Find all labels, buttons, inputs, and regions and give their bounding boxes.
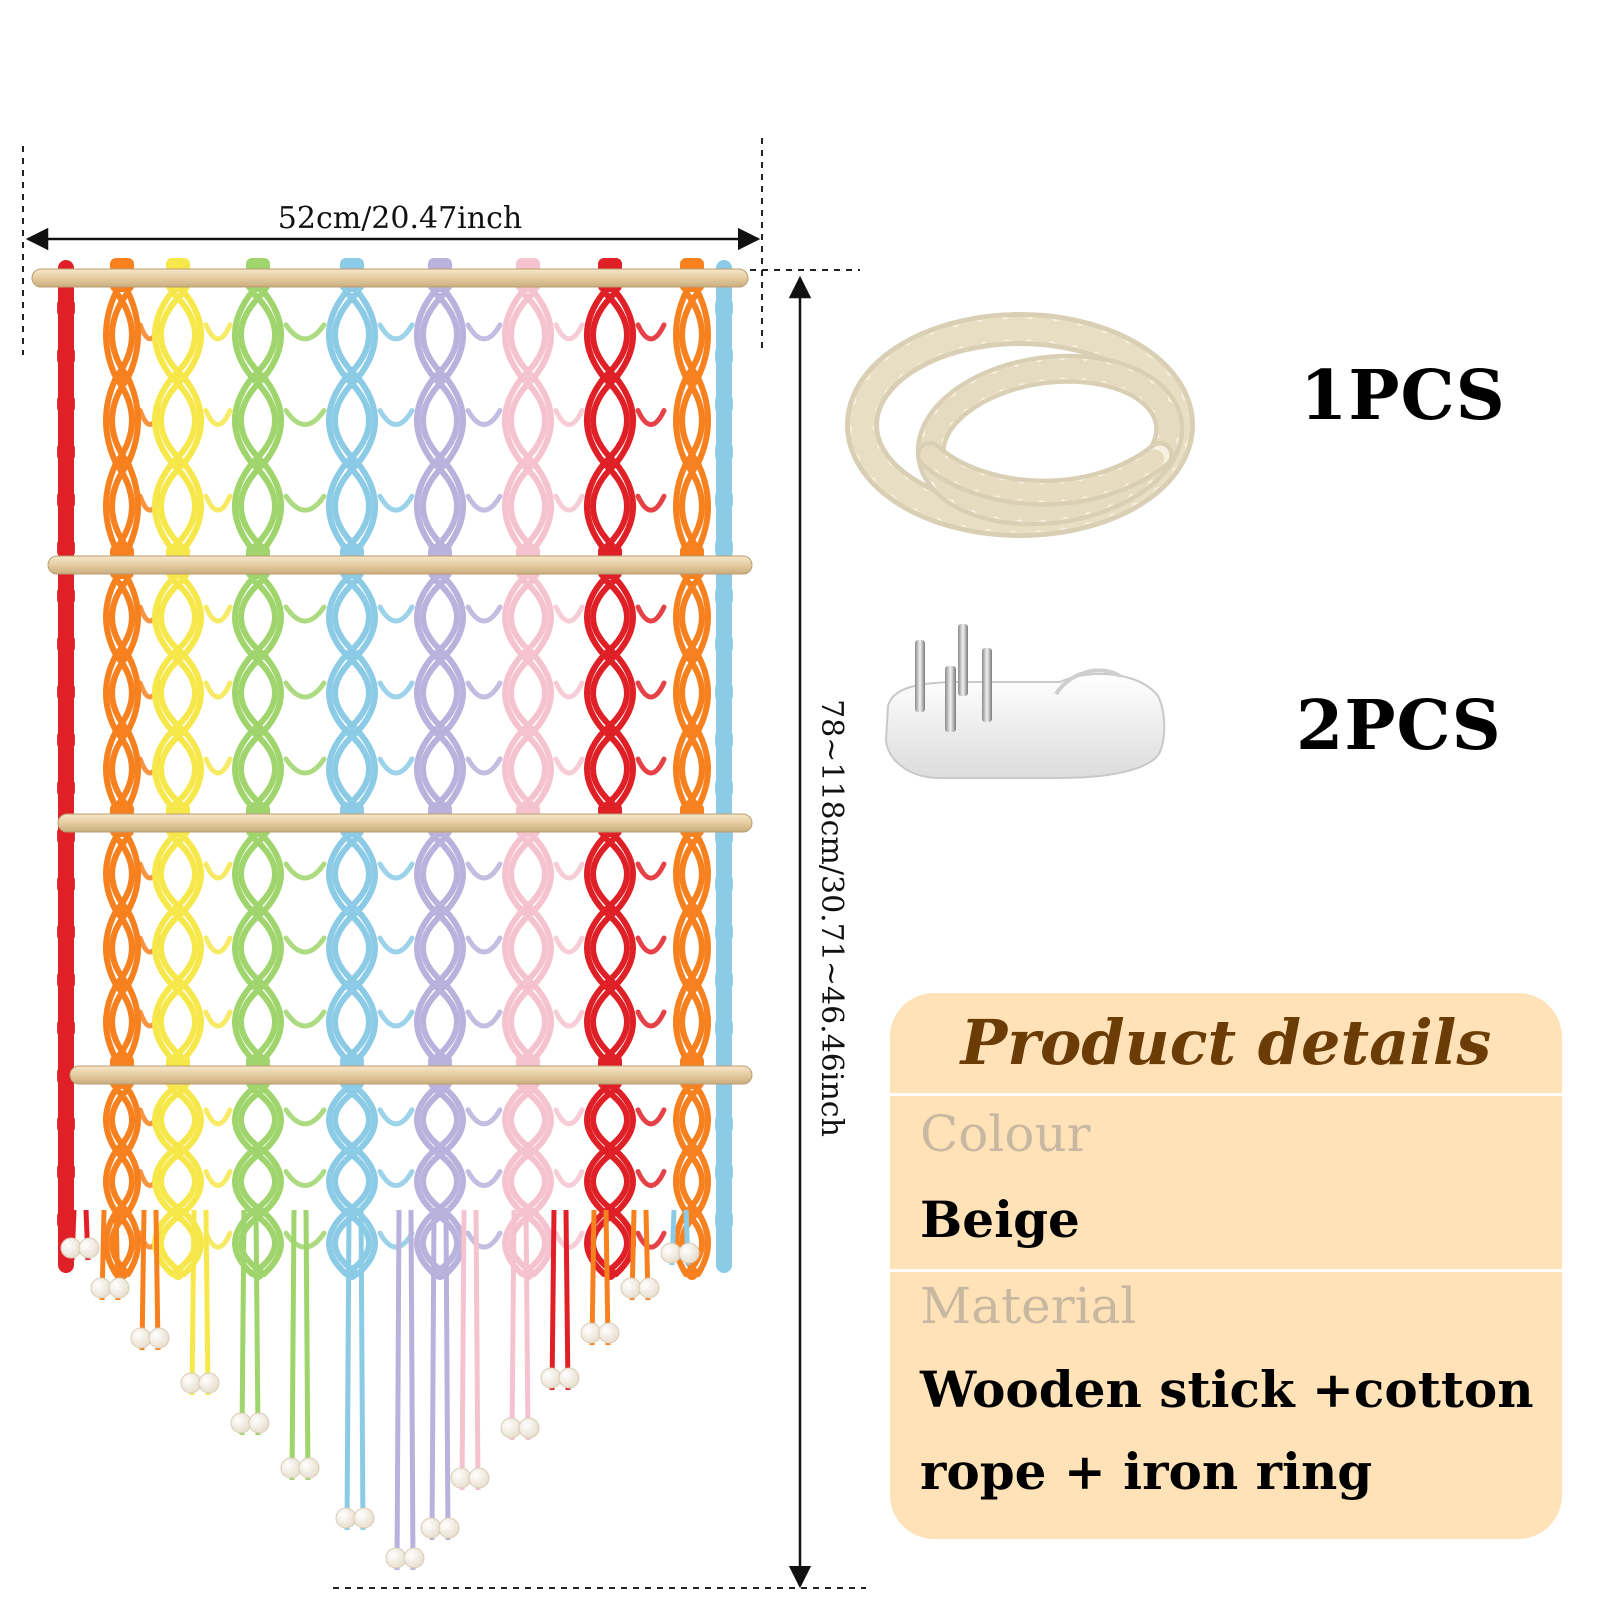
wooden-beads [60,1237,700,1569]
hook-quantity: 2PCS [1296,686,1502,766]
wooden-rods [31,268,753,1085]
macrame-strands [57,258,733,1571]
details-title: Product details [960,1006,1492,1079]
rope-coil [845,312,1195,538]
height-label: 78~118cm/30.71~46.46inch [814,699,849,1137]
material-label: Material [920,1277,1137,1335]
colour-label: Colour [920,1105,1091,1163]
divider [890,1093,1562,1096]
width-label: 52cm/20.47inch [278,201,522,236]
product-details-panel: Product details Colour Beige Material Wo… [890,993,1562,1539]
material-value: Wooden stick +cotton rope + iron ring [920,1360,1534,1501]
wall-hook [884,624,1166,779]
divider [890,1269,1562,1272]
rope-quantity: 1PCS [1300,356,1506,436]
colour-value: Beige [920,1190,1080,1249]
dimension-guides [22,138,866,1589]
